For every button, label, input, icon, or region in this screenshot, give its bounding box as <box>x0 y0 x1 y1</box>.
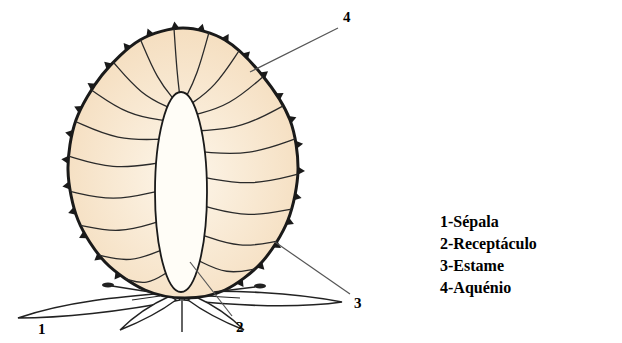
callout-number: 3 <box>354 294 362 312</box>
strawberry-outline <box>68 28 298 298</box>
callout-number: 4 <box>343 8 351 26</box>
legend-text: 4-Aquénio <box>440 278 511 297</box>
leader-line <box>275 242 350 294</box>
leader-line <box>250 28 338 72</box>
callout-number: 2 <box>236 318 244 336</box>
leader-lines <box>190 28 350 316</box>
callout-number: 1 <box>38 320 46 338</box>
legend-text: 3-Estame <box>440 256 504 275</box>
sepal <box>188 296 244 330</box>
leader-line <box>190 262 232 316</box>
sepal <box>120 296 176 330</box>
receptacle-core <box>155 92 207 292</box>
legend-text: 2-Receptáculo <box>440 234 537 253</box>
legend-text: 1-Sépala <box>440 212 499 231</box>
stamens <box>102 283 266 301</box>
achenes <box>61 22 305 288</box>
sepal <box>181 298 182 332</box>
